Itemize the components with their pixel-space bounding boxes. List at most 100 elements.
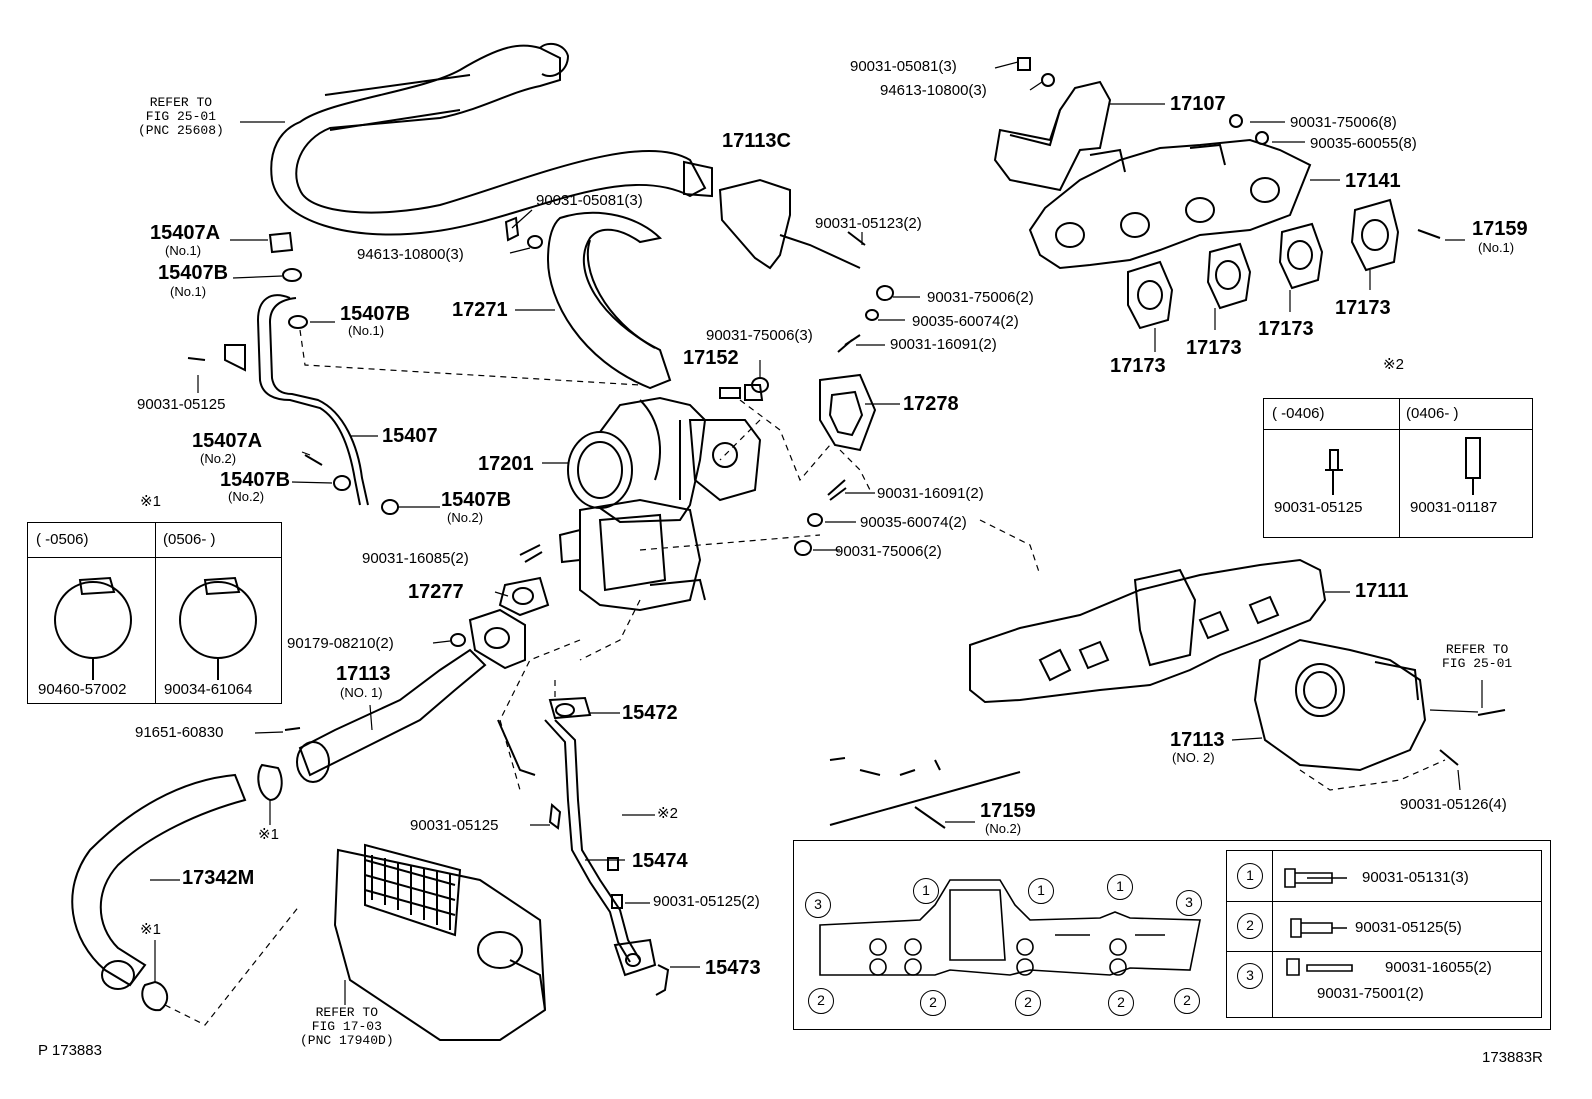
label-17277: 17277 [408,581,464,603]
label-90031-05125-left: 90031-05125 [137,396,226,413]
label-90031-05081-3-mid: 90031-05081(3) [536,192,643,209]
gasket-callout: 2 [920,990,946,1016]
label-90035-60074-2-top: 90035-60074(2) [912,313,1019,330]
intake-manifold-17111 [969,558,1327,704]
gasket-callout: 2 [1108,990,1134,1016]
turbocharger-17201 [558,396,762,612]
oil-pipe-15407 [256,294,361,506]
label-17342m: 17342M [182,867,255,889]
label-17159-no2-sub: (No.2) [985,821,1022,836]
egr-pipe-upper [270,44,707,236]
label-17271: 17271 [452,299,508,321]
label-17113-no2: 17113 [1170,729,1225,751]
label-15407b-no2-left: 15407B [220,469,291,491]
label-15407b-no1-mid: 15407B [340,303,411,325]
label-15407b-no2-right-sub: (No.2) [447,510,484,525]
label-90031-16085-2: 90031-16085(2) [362,550,469,567]
label-15407b-no2-left-sub: (No.2) [228,489,265,504]
label-15407a-no2-sub: (No.2) [200,451,237,466]
oil-return-pipe [554,719,641,961]
label-90031-16091-2-bottom: 90031-16091(2) [877,485,984,502]
label-90031-05126-4: 90031-05126(4) [1400,796,1507,813]
gasket-callout: 1 [1107,874,1133,900]
label-17159-no2: 17159 [980,800,1036,822]
gasket-callout: 2 [808,988,834,1014]
legend-row-1-part: 90031-05131(3) [1362,869,1469,886]
inset2-col-right: (0406- ) [1406,405,1459,422]
label-15473: 15473 [705,957,761,979]
label-94613-10800-3-mid: 94613-10800(3) [357,246,464,263]
gasket-callout: 1 [913,878,939,904]
gasket-callout: 3 [805,892,831,918]
label-17159-no1-sub: (No.1) [1478,240,1515,255]
label-90031-05081-3-top: 90031-05081(3) [850,58,957,75]
label-marker-2: ※2 [657,805,678,822]
inset1-box: ( -0506) (0506- ) 90460-57002 90034-6106… [27,522,282,704]
label-90031-05123-2: 90031-05123(2) [815,215,922,232]
heat-shield-17271 [546,211,672,390]
label-15407b-no1-top-sub: (No.1) [170,284,207,299]
label-15407b-no1-mid-sub: (No.1) [348,323,385,338]
label-17173-a: 17173 [1110,355,1166,377]
inset2-marker: ※2 [1383,356,1404,373]
legend-row-3-part2: 90031-75001(2) [1317,985,1424,1002]
inset1-col-left: ( -0506) [36,531,89,548]
legend-row-2-num: 2 [1237,913,1263,939]
label-90031-05125-2: 90031-05125(2) [653,893,760,910]
label-15407a-no1: 15407A [150,222,221,244]
gaskets-17173 [1127,198,1400,330]
inset1-part-left: 90460-57002 [38,681,127,698]
inset2-part-right: 90031-01187 [1410,499,1498,516]
label-17173-d: 17173 [1335,297,1391,319]
label-17173-c: 17173 [1258,318,1314,340]
gasket-callout: 1 [1028,878,1054,904]
legend-bolt-icons [1284,868,1353,976]
label-17141: 17141 [1345,170,1401,192]
label-17113-no2-sub: (NO. 2) [1172,750,1215,765]
label-90031-05125-mid: 90031-05125 [410,817,499,834]
label-90031-75006-8: 90031-75006(8) [1290,114,1397,131]
gasket-layout [819,879,1201,976]
gasket-callout: 3 [1176,890,1202,916]
label-90031-75006-2-bottom: 90031-75006(2) [835,543,942,560]
label-clamp-marker-1b: ※1 [140,921,161,938]
legend-row-3-part: 90031-16055(2) [1385,959,1492,976]
inset1-col-right: (0506- ) [163,531,216,548]
inset2-box: ( -0406) (0406- ) 90031-05125 90031-0118… [1263,398,1533,538]
label-clamp-marker-1a: ※1 [258,826,279,843]
gasket-17278 [819,373,877,452]
bracket-17113c [718,178,791,270]
label-17173-b: 17173 [1186,337,1242,359]
hose-17342m [71,773,247,987]
label-17113-no1-sub: (NO. 1) [340,685,383,700]
label-15407a-no2: 15407A [192,430,263,452]
gasket-17277 [498,576,550,617]
exhaust-manifold-17141 [1028,138,1312,270]
label-15407b-no1-top: 15407B [158,262,229,284]
label-15407b-no2-right: 15407B [441,489,512,511]
gasket-layout-box [793,840,1551,1030]
gasket-callout: 2 [1174,988,1200,1014]
label-17201: 17201 [478,453,534,475]
label-17152: 17152 [683,347,739,369]
label-90031-75006-3: 90031-75006(3) [706,327,813,344]
label-17113c: 17113C [722,130,791,152]
inset2-part-left: 90031-05125 [1274,499,1363,516]
inset1-marker: ※1 [140,493,161,510]
label-90179-08210-2: 90179-08210(2) [287,635,394,652]
label-17278: 17278 [903,393,959,415]
label-91651-60830: 91651-60830 [135,724,224,741]
label-90035-60055-8: 90035-60055(8) [1310,135,1417,152]
gasket-callout: 2 [1015,990,1041,1016]
bolt-legend: 1 2 3 90031-05131(3) 90031-05125(5) 9003… [1226,850,1542,1018]
legend-row-2-part: 90031-05125(5) [1355,919,1462,936]
label-90035-60074-2-bottom: 90035-60074(2) [860,514,967,531]
label-15407a-no1-sub: (No.1) [165,243,202,258]
label-90031-75006-2-top: 90031-75006(2) [927,289,1034,306]
label-17113-no1: 17113 [336,663,391,685]
bracket-17107 [993,80,1112,192]
